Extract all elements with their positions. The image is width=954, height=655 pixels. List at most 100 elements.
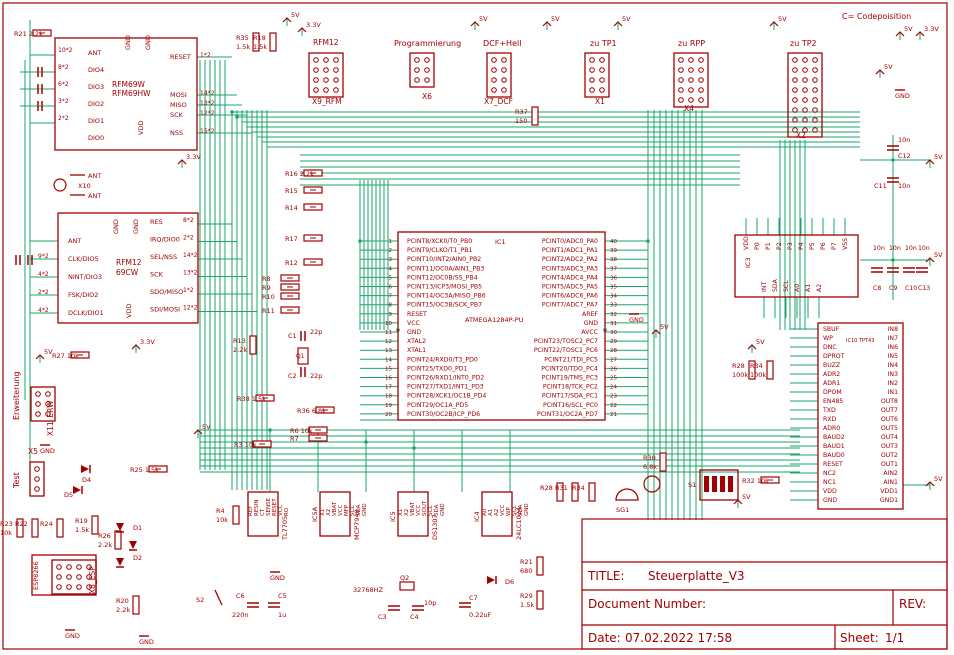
- rfm69-pin-num-right: 12*2: [200, 110, 215, 117]
- capacitor-c7-value: 0.22uF: [469, 611, 492, 619]
- ic-ic10-left-pin: BAUD0: [823, 452, 845, 459]
- ic-ic10-left-pin: RESET: [823, 461, 843, 468]
- resistor-r21b-value: 680: [520, 567, 532, 575]
- capacitor-c1-label: C1: [288, 332, 297, 340]
- ic-ic10-right-pin: OUT7: [881, 407, 898, 414]
- connector-x2-pins-pin: [802, 57, 808, 63]
- capacitor-c8-label: C8: [873, 285, 881, 292]
- ic-atmega-left-pin: PCINT29/OC1A_PD5: [407, 402, 468, 409]
- capacitor-c2-label: C2: [288, 372, 297, 380]
- ic-atmega-left-pin: PCINT9/CLKO/T1_PB1: [407, 247, 473, 254]
- ic-ds1307-pin: VBAT: [410, 501, 416, 516]
- connector-x2-pins-pin: [792, 97, 798, 103]
- ic-rfm69-top-pin: GND: [144, 35, 152, 50]
- connector-x11-pins-pin: [35, 411, 41, 417]
- ic-rfm69: [54, 37, 198, 151]
- ic-atmega-left-pin: PCINT14/OC3A/MISO_PB6: [407, 293, 486, 300]
- ic-atmega-right-pin: PCINT1/ADC1_PA1: [542, 247, 598, 254]
- ic-atmega-left-pin: PCINT28/XCK1/OC1B_PD4: [407, 393, 486, 400]
- power-6-label: 5V: [934, 153, 943, 161]
- ic-rfm69-left-pin: DIO3: [88, 83, 104, 91]
- ic-ic10-right-pin: OUT3: [881, 443, 898, 450]
- ic-atmega: [397, 231, 606, 421]
- connector-x1-pins-pin: [589, 77, 595, 83]
- rfm12-pin-num-left: 2*2: [38, 289, 49, 296]
- resistor-r29-value: 1.5k: [520, 601, 534, 609]
- capacitor-c9-label: C9: [889, 285, 897, 292]
- ic-atmega-left-num: 3: [389, 257, 393, 263]
- ic-ic3-bottom-pin: SDA: [772, 278, 779, 292]
- ic-ic10-left-pin: DNC: [823, 344, 837, 351]
- ic-ds1307-pin: X1: [398, 509, 404, 516]
- legend-note: C= Codepoisition: [842, 12, 911, 21]
- resistor-r15-label: R15: [285, 187, 298, 195]
- ic-atmega-left-num: 16: [385, 376, 392, 382]
- connector-x1-pins-pin: [599, 87, 605, 93]
- ic-atmega-left-pin: PCINT11/OC0A/AIN1_PB3: [407, 265, 484, 272]
- ic-atmega-right-num: 21: [610, 412, 617, 418]
- ic-atmega-right-num: 31: [610, 321, 617, 327]
- resistor-r34b-label: R34: [572, 484, 585, 492]
- esp-header-pin: [56, 564, 62, 570]
- ic-atmega-left-pin: PCINT15/OC3B/SCK_PB7: [407, 302, 482, 309]
- resistor-r32-label: R32 10k: [742, 477, 769, 485]
- title-value: Steuerplatte_V3: [648, 569, 745, 583]
- ic-24lc1024: [481, 491, 513, 537]
- ic-atmega-left-pin: PCINT26/RXD1/INT0_PD2: [407, 375, 484, 382]
- power-18: [915, 31, 925, 37]
- antenna-ant2-label: ANT: [88, 192, 101, 200]
- ic-atmega-right-pin: PCINT5/ADC5_PA5: [542, 284, 598, 291]
- ic-atmega-right-pin: PCINT6/ADC6_PA6: [542, 293, 598, 300]
- ic-ic10-left-pin: TXD: [822, 407, 836, 414]
- ic-ic10-right-pin: IN4: [888, 362, 898, 369]
- connector-x4-pins-pin: [698, 97, 704, 103]
- ic-ic10-left-pin: BAUD2: [823, 434, 845, 441]
- antenna-ant1-label: ANT: [88, 172, 101, 180]
- dip-switch-toggle: [712, 476, 717, 492]
- ic-24lc1024-ref: IC4: [473, 511, 481, 522]
- ic-atmega-left-pin: PCINT10/INT2/AIN0_PB2: [407, 256, 481, 263]
- rfm12-pin-num-right: 1*2: [183, 287, 194, 294]
- transistor-t1: [643, 475, 661, 493]
- ic-ic3-top-pin: P6: [820, 242, 827, 250]
- diode-d5: [73, 486, 81, 494]
- ic-ic10-right-pin: OUT8: [881, 398, 898, 405]
- ic-ds1307-name: DS1307: [431, 514, 439, 540]
- ic-atmega-left-num: 6: [389, 285, 393, 291]
- resistor-r13: [249, 335, 257, 355]
- title-block: TITLE: Steuerplatte_V3 Document Number: …: [581, 518, 948, 650]
- ic-tl7705-pin: VCC: [278, 504, 284, 516]
- ic-rfm69-right-pin: NSS: [170, 129, 183, 137]
- document-number-label: Document Number:: [588, 597, 706, 611]
- ic-24lc1024-pin: A2: [494, 509, 500, 516]
- ic-ic10-right-pin: IN8: [888, 326, 898, 333]
- connector-x6-pins-pin: [424, 77, 430, 83]
- crystal-q2: [399, 581, 415, 591]
- ic-atmega-right-pin: PCINT4/ADC4_PA4: [542, 274, 598, 281]
- ic-24lc1024-pin: GND: [524, 503, 530, 516]
- ic-tl7705-pin: REF: [248, 506, 254, 516]
- connector-x2-pins-pin: [792, 57, 798, 63]
- connector-x1-pins-pin: [599, 57, 605, 63]
- connector-x4-pins-pin: [698, 57, 704, 63]
- ic-atmega-left-num: 17: [385, 385, 392, 391]
- resistor-r19-label: R19: [75, 517, 88, 525]
- connector-x1: X1: [595, 97, 605, 106]
- connector-x9-pins-pin: [333, 77, 339, 83]
- connector-x9-pins-pin: [333, 87, 339, 93]
- resistor-r22-label: R22: [15, 520, 28, 528]
- ic-ic10-right-pin: OUT2: [881, 452, 898, 459]
- header-tp2: zu TP2: [790, 39, 817, 48]
- junction-dot: [235, 115, 239, 119]
- ic-atmega-right-pin: PCINT21/TDI_PC5: [544, 356, 598, 363]
- resistor-r21b: [536, 556, 544, 576]
- diode-d4-label: D4: [82, 476, 91, 484]
- connector-x5-pins: [29, 461, 45, 497]
- ic-atmega-right-num: 25: [610, 376, 617, 382]
- ic-ic3-bottom-pin: SCL: [783, 280, 790, 292]
- ic-rfm69-right-pin: MISO: [170, 101, 187, 109]
- connector-x11-pins-pin: [35, 401, 41, 407]
- buzzer-sg1: [615, 488, 639, 501]
- ic-atmega-left-num: 9: [389, 312, 393, 318]
